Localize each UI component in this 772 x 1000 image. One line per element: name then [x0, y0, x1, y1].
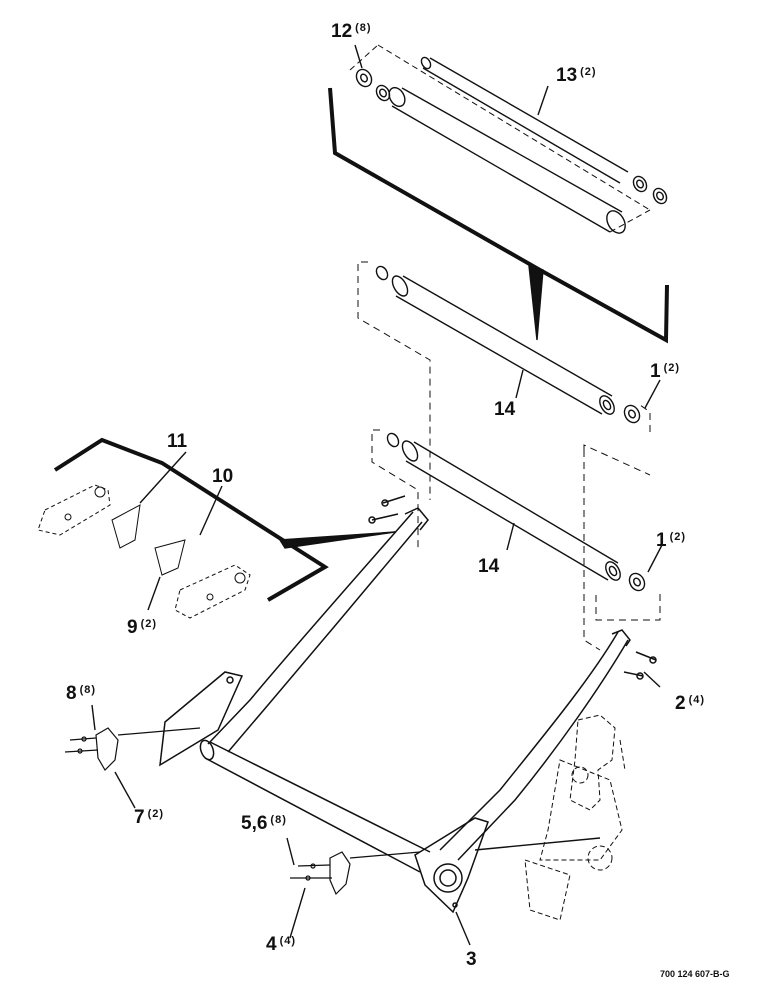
callout-10: 10	[212, 467, 233, 486]
callout-quantity: (8)	[270, 814, 287, 826]
callout-quantity: (2)	[140, 618, 158, 630]
callout-5-6: 5,6(8)	[241, 814, 287, 833]
callout-quantity: (8)	[79, 684, 97, 696]
callout-14-upper: 14	[494, 400, 515, 419]
callout-number: 10	[212, 466, 234, 487]
clamp-7	[64, 727, 201, 771]
callout-12: 12(8)	[331, 22, 372, 41]
callout-3: 3	[466, 950, 477, 969]
callout-14-lower: 14	[478, 557, 499, 576]
left-inset-frame	[53, 437, 329, 602]
callout-number: 11	[167, 431, 188, 452]
callout-quantity: (4)	[688, 694, 706, 706]
bearing-12-left	[355, 68, 391, 102]
callout-quantity: (8)	[355, 22, 372, 34]
phantom-linkage	[524, 714, 626, 921]
callout-number: 12	[331, 21, 353, 42]
upper-inset-frame	[328, 87, 669, 344]
document-number: 700 124 607-B-G	[660, 969, 730, 979]
callout-number: 1	[656, 530, 667, 551]
bracket-10	[154, 539, 251, 619]
upper-roller	[388, 86, 626, 234]
callout-13: 13(2)	[556, 66, 597, 85]
callout-number: 8	[66, 683, 77, 704]
clamp-4	[290, 851, 421, 896]
callout-8: 8(8)	[66, 684, 96, 703]
callout-number: 14	[494, 399, 516, 420]
roller-14-upper	[375, 265, 641, 424]
callout-11: 11	[167, 432, 187, 451]
callout-quantity: (2)	[663, 362, 681, 374]
callout-number: 9	[127, 617, 138, 638]
callout-quantity: (2)	[669, 531, 687, 543]
callout-number: 13	[556, 65, 578, 86]
callout-quantity: (2)	[147, 808, 165, 820]
callout-number: 4	[266, 934, 277, 955]
roller-14-upper-guides	[357, 261, 651, 500]
shaft-13	[420, 56, 629, 184]
top-guides	[349, 44, 651, 233]
bearing-12-right	[632, 175, 668, 205]
callout-4: 4(4)	[266, 935, 296, 954]
callout-7: 7(2)	[134, 808, 164, 827]
roller-14-lower-guides	[371, 429, 661, 651]
bracket-11	[37, 484, 141, 549]
callout-9: 9(2)	[127, 618, 157, 637]
inset-pointer-wedge	[528, 265, 544, 341]
callout-quantity: (4)	[279, 935, 297, 947]
callout-number: 7	[134, 807, 145, 828]
roller-14-lower	[386, 432, 646, 592]
callout-number: 14	[478, 556, 500, 577]
main-frame	[159, 495, 657, 914]
callout-number: 5,6	[241, 813, 268, 834]
callout-1-upper: 1(2)	[650, 362, 680, 381]
callout-1-lower: 1(2)	[656, 531, 686, 550]
left-inset-pointer	[278, 531, 396, 549]
callout-number: 1	[650, 361, 661, 382]
callout-number: 2	[675, 693, 686, 714]
callout-number: 3	[466, 949, 477, 970]
callout-quantity: (2)	[580, 66, 597, 78]
callout-2: 2(4)	[675, 694, 705, 713]
